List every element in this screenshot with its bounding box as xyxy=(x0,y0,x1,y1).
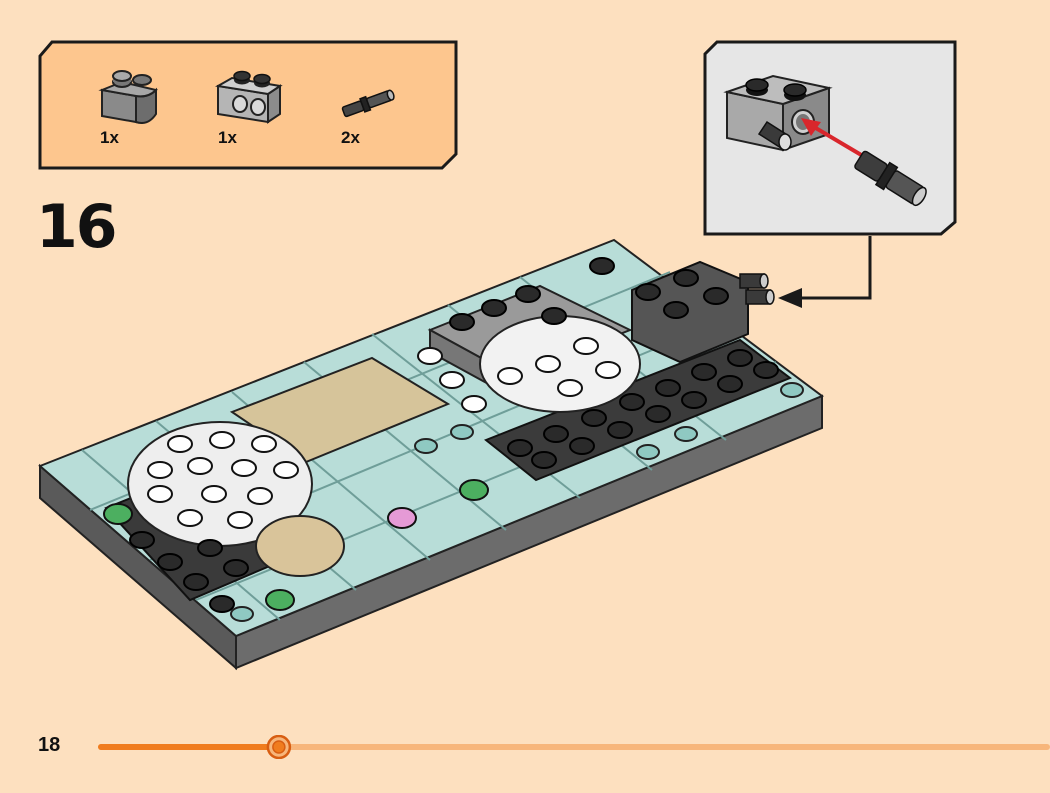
gray-technic-brick-icon xyxy=(215,70,283,124)
progress-marker-icon xyxy=(266,735,292,759)
black-pin-icon xyxy=(341,89,395,118)
callout-box xyxy=(703,40,957,236)
dark-gray-curved-brick-icon xyxy=(98,70,158,124)
callout-pointer xyxy=(778,236,872,308)
page-number: 18 xyxy=(38,734,61,756)
part-qty-3: 2x xyxy=(341,128,360,147)
callout-pin-icon xyxy=(854,150,927,207)
progress-fill xyxy=(98,744,279,750)
progress-track xyxy=(98,744,1050,750)
step-number: 16 xyxy=(36,192,117,262)
part-qty-2: 1x xyxy=(218,128,237,147)
progress-bar xyxy=(98,735,1050,759)
parts-list-box: 1x 1x 2x xyxy=(38,40,458,170)
part-qty-1: 1x xyxy=(100,128,119,147)
callout-red-arrow xyxy=(807,122,865,158)
